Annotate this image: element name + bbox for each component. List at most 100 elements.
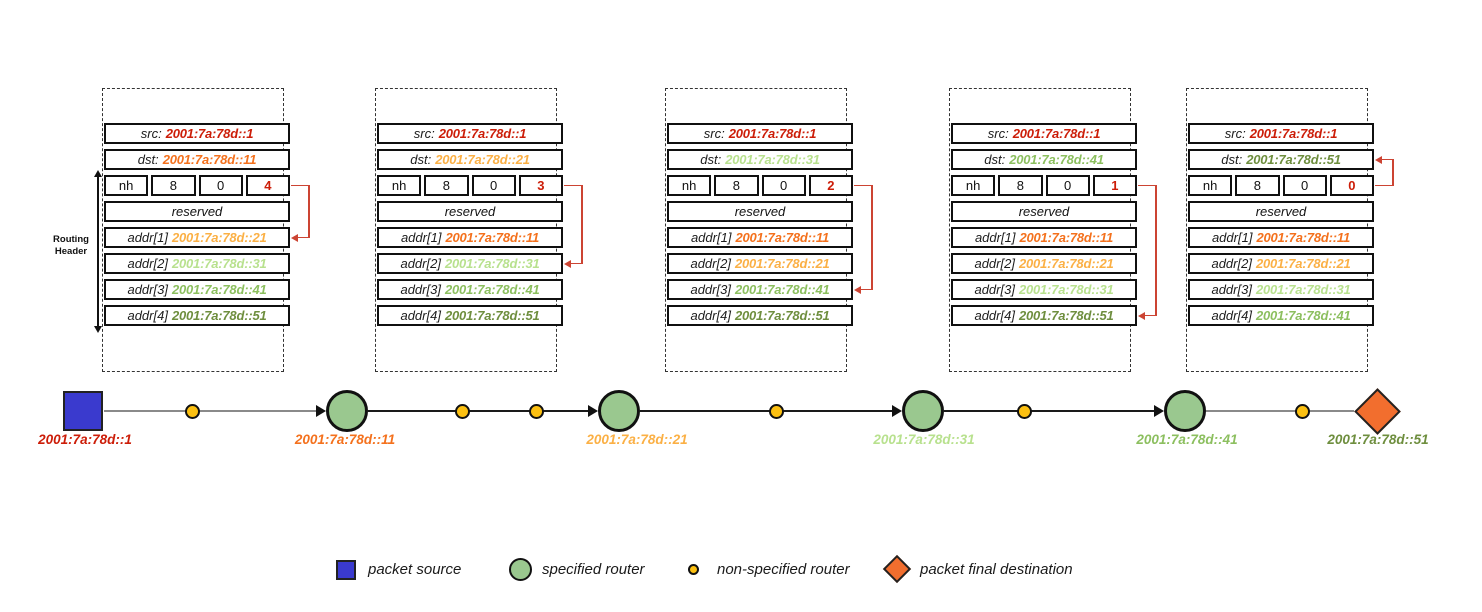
node-address-label: 2001:7a:78d::1 [38, 432, 132, 447]
node-address-text: 2001:7a:78d::1 [38, 432, 132, 447]
arrow-down-icon [94, 326, 102, 333]
segments-left-value: 0 [1348, 178, 1356, 193]
dst-address-value: 2001:7a:78d::21 [435, 152, 530, 167]
non-specified-router-legend-icon [688, 564, 699, 575]
dst-row: dst:2001:7a:78d::41 [951, 149, 1137, 170]
non-specified-router-dot [769, 404, 784, 419]
path-arrowhead-icon [1154, 405, 1164, 417]
next-header-field: nh [1188, 175, 1233, 196]
hdr-ext-len-field: 8 [1235, 175, 1280, 196]
segments-left-field: 2 [808, 175, 853, 196]
addr-field-label: addr[3] [974, 282, 1015, 297]
node-address-label: 2001:7a:78d::21 [586, 432, 687, 447]
routing-type-text: 0 [217, 178, 225, 193]
legend-item-label: non-specified router [717, 561, 850, 578]
routing-type-field: 0 [471, 175, 516, 196]
packet-destination-legend-icon [882, 554, 912, 584]
segments-left-value: 2 [827, 178, 835, 193]
dst-field-label: dst: [700, 152, 722, 167]
addr-row: addr[3]2001:7a:78d::41 [104, 279, 290, 300]
path-arrowhead-icon [588, 405, 598, 417]
node-address-label: 2001:7a:78d::31 [873, 432, 974, 447]
routing-type-field: 0 [761, 175, 806, 196]
segments-left-pointer-line-h1 [854, 184, 871, 186]
segments-left-pointer-line-h2 [298, 236, 308, 238]
segments-left-pointer-line-h1 [564, 184, 581, 186]
dst-row: dst:2001:7a:78d::11 [104, 149, 290, 170]
path-line-segment [1206, 410, 1354, 412]
addr-row: addr[4]2001:7a:78d::41 [1188, 305, 1374, 326]
routing-type-text: 0 [1301, 178, 1309, 193]
path-line-segment [944, 410, 1155, 412]
segments-left-pointer-arrowhead-icon [1375, 155, 1382, 164]
reserved-label: reserved [444, 204, 496, 219]
addr-field-label: addr[4] [690, 308, 731, 323]
segments-left-pointer-arrowhead-icon [854, 285, 861, 294]
hdr-ext-len-field: 8 [714, 175, 759, 196]
next-header-text: nh [391, 178, 407, 193]
addr-value: 2001:7a:78d::41 [1255, 308, 1351, 323]
addr-row: addr[3]2001:7a:78d::41 [377, 279, 563, 300]
specified-router-legend-icon [509, 558, 532, 581]
addr-row: addr[3]2001:7a:78d::41 [667, 279, 853, 300]
hdr-ext-len-field: 8 [424, 175, 469, 196]
reserved-row: reserved [377, 201, 563, 222]
legend-item-label: specified router [542, 561, 645, 578]
packet-source-node [63, 391, 103, 431]
addr-value: 2001:7a:78d::31 [171, 256, 267, 271]
routing-header-label-line1: Routing [53, 234, 89, 245]
addr-value: 2001:7a:78d::11 [1019, 230, 1114, 245]
addr-field-label: addr[1] [127, 230, 168, 245]
reserved-row: reserved [951, 201, 1137, 222]
addr-row: addr[2]2001:7a:78d::31 [104, 253, 290, 274]
next-header-text: nh [681, 178, 697, 193]
addr-field-label: addr[3] [690, 282, 731, 297]
routing-header-fields-row: nh 8 0 0 [1188, 175, 1374, 196]
src-row: src:2001:7a:78d::1 [667, 123, 853, 144]
addr-value: 2001:7a:78d::11 [1256, 230, 1351, 245]
path-line-segment [640, 410, 893, 412]
segments-left-value: 4 [264, 178, 272, 193]
segments-left-pointer-line-v [581, 184, 583, 264]
routing-type-field: 0 [1045, 175, 1090, 196]
reserved-row: reserved [1188, 201, 1374, 222]
segments-left-pointer-line-v [308, 184, 310, 238]
addr-field-label: addr[4] [400, 308, 441, 323]
segments-left-field: 1 [1092, 175, 1137, 196]
non-specified-router-dot [455, 404, 470, 419]
addr-row: addr[1]2001:7a:78d::11 [1188, 227, 1374, 248]
hdr-ext-len-text: 8 [1253, 178, 1261, 193]
legend-item-label: packet source [368, 561, 462, 578]
next-header-field: nh [667, 175, 712, 196]
addr-field-label: addr[4] [974, 308, 1015, 323]
src-address-value: 2001:7a:78d::1 [1012, 126, 1101, 141]
dst-address-value: 2001:7a:78d::31 [725, 152, 820, 167]
hdr-ext-len-text: 8 [442, 178, 450, 193]
segments-left-pointer-line-h1 [1138, 184, 1155, 186]
addr-row: addr[3]2001:7a:78d::31 [951, 279, 1137, 300]
specified-router-node [1164, 390, 1206, 432]
arrow-up-icon [94, 170, 102, 177]
segments-left-field: 4 [245, 175, 290, 196]
addr-field-label: addr[2] [127, 256, 168, 271]
src-row: src:2001:7a:78d::1 [951, 123, 1137, 144]
addr-value: 2001:7a:78d::21 [171, 230, 267, 245]
addr-row: addr[3]2001:7a:78d::31 [1188, 279, 1374, 300]
specified-router-node [326, 390, 368, 432]
routing-type-field: 0 [1282, 175, 1327, 196]
segments-left-pointer-line-h1 [1375, 184, 1392, 186]
addr-value: 2001:7a:78d::21 [1255, 256, 1351, 271]
segments-left-pointer-arrowhead-icon [291, 233, 298, 242]
next-header-field: nh [104, 175, 149, 196]
path-line-segment [368, 410, 589, 412]
next-header-text: nh [1202, 178, 1218, 193]
addr-row: addr[4]2001:7a:78d::51 [667, 305, 853, 326]
segments-left-pointer-line-h2 [1145, 314, 1155, 316]
addr-field-label: addr[3] [1211, 282, 1252, 297]
segments-left-pointer-line-v [871, 184, 873, 290]
